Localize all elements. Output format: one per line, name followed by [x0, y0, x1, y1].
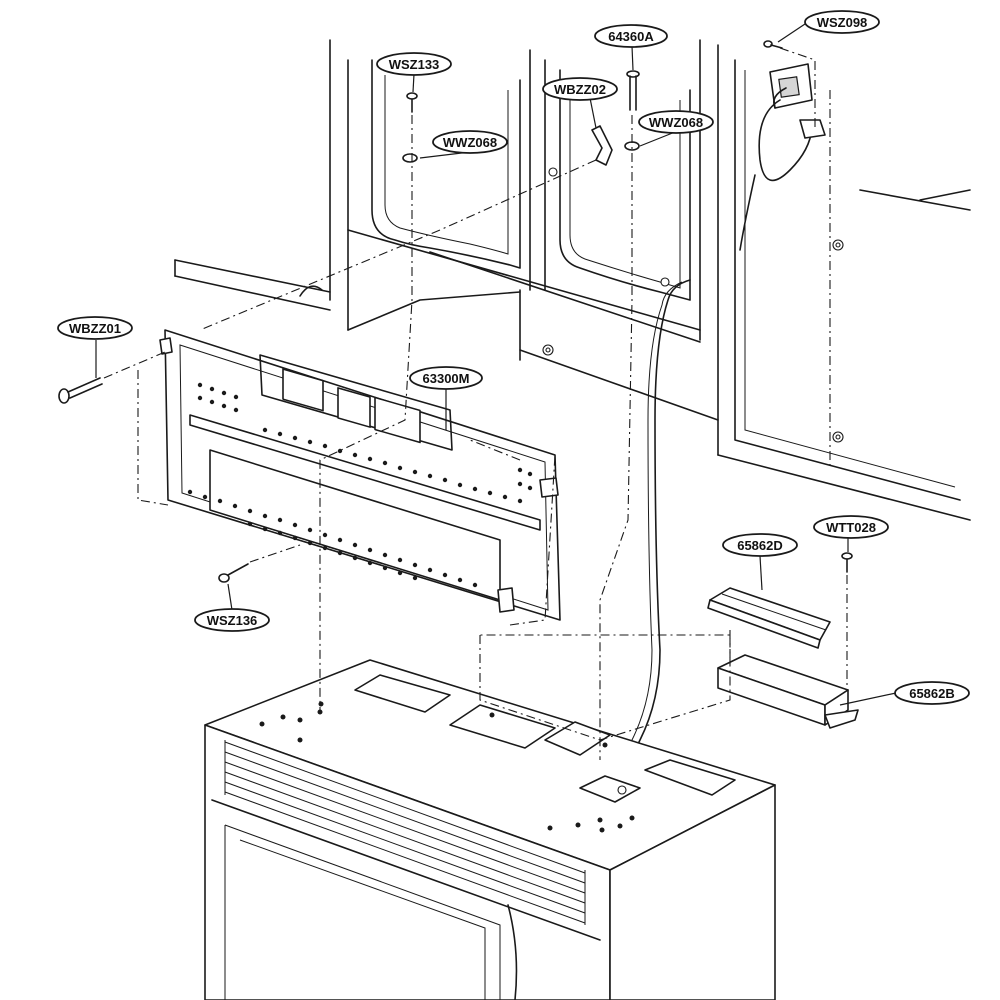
- label-wsz098: WSZ098: [817, 15, 868, 30]
- filter-cover-65862d: [707, 587, 831, 649]
- callout-wtt028: WTT028: [813, 515, 889, 539]
- stud-64360a: [626, 70, 640, 111]
- label-wbzz01: WBZZ01: [69, 321, 121, 336]
- label-wsz136: WSZ136: [207, 613, 258, 628]
- label-wbzz02: WBZZ02: [554, 82, 606, 97]
- mounting-plate: [159, 329, 561, 621]
- callout-65862b: 65862B: [894, 681, 970, 705]
- callout-64360a: 64360A: [594, 24, 668, 48]
- washer-wwz068-left: [402, 153, 418, 163]
- label-wwz068-right: WWZ068: [649, 115, 703, 130]
- label-65862b: 65862B: [909, 686, 955, 701]
- callout-wbzz02: WBZZ02: [542, 77, 618, 101]
- callout-wwz068-left: WWZ068: [432, 130, 508, 154]
- callout-63300m: 63300M: [409, 366, 483, 390]
- screw-wsz133: [406, 92, 418, 113]
- screw-wtt028: [841, 552, 853, 573]
- callout-wwz068-right: WWZ068: [638, 110, 714, 134]
- power-cord-edge: [610, 281, 683, 789]
- label-wwz068-left: WWZ068: [443, 135, 497, 150]
- power-outlet: [739, 63, 826, 251]
- callout-wsz098: WSZ098: [804, 10, 880, 34]
- filter-box-65862b: [717, 654, 859, 729]
- assembly-lines: [103, 47, 848, 760]
- label-65862d: 65862D: [737, 538, 783, 553]
- bolt-wbzz01: [58, 377, 103, 404]
- power-cord: [617, 279, 691, 791]
- label-64360a: 64360A: [608, 29, 654, 44]
- microwave-oven: [204, 659, 776, 1000]
- label-wsz133: WSZ133: [389, 57, 440, 72]
- toggle-bolt-wbzz02: [591, 125, 613, 166]
- callout-leaders: [95, 21, 897, 706]
- callout-wsz133: WSZ133: [376, 52, 452, 76]
- callout-wbzz01: WBZZ01: [57, 316, 133, 340]
- label-wtt028: WTT028: [826, 520, 876, 535]
- callout-wsz136: WSZ136: [194, 608, 270, 632]
- screw-wsz136: [218, 563, 249, 583]
- label-63300m: 63300M: [423, 371, 470, 386]
- callout-65862d: 65862D: [722, 533, 798, 557]
- screw-wsz098: [763, 40, 783, 49]
